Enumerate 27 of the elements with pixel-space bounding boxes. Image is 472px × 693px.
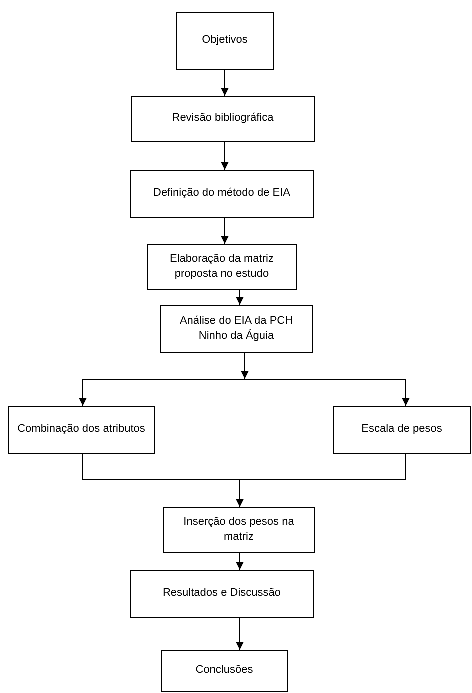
- box-label: Definição do método de EIA: [154, 186, 290, 202]
- box-label: Conclusões: [196, 663, 254, 678]
- connector-arrow: [221, 70, 229, 96]
- box-label: Combinação dos atributos: [18, 422, 146, 438]
- connector-arrow: [221, 142, 229, 170]
- process-box: [8, 406, 155, 454]
- process-box: [176, 12, 274, 70]
- box-label: Objetivos: [202, 33, 248, 48]
- connector-arrow: [236, 552, 244, 570]
- box-label: Resultados e Discussão: [162, 586, 281, 602]
- process-box: [160, 305, 313, 353]
- box-label: Inserção dos pesos na matriz: [182, 514, 296, 545]
- process-box: [333, 406, 471, 454]
- process-box: [147, 244, 297, 290]
- connector-arrow: [236, 618, 244, 650]
- process-box: [161, 650, 288, 692]
- process-box: [130, 570, 314, 618]
- box-label: Escala de pesos: [362, 422, 442, 438]
- connector-arrow: [236, 290, 244, 306]
- process-box: [130, 170, 314, 218]
- process-box: [163, 507, 315, 553]
- box-label: Revisão bibliográfica: [172, 111, 274, 126]
- box-label: Elaboração da matriz proposta no estudo: [169, 252, 275, 282]
- connector-arrow: [236, 454, 406, 508]
- process-box: [131, 96, 315, 142]
- box-label: Análise do EIA da PCH Ninho da Águia: [178, 314, 294, 344]
- connector-arrow: [221, 218, 229, 244]
